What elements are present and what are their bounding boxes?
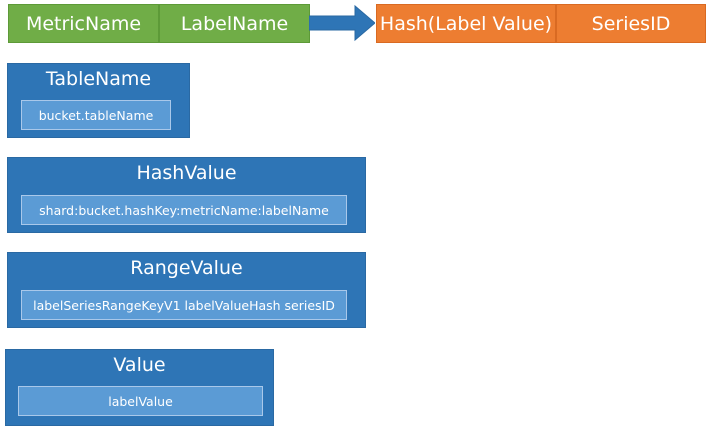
value-title: Value <box>113 354 166 376</box>
hash-label-value-cell: Hash(Label Value) <box>376 4 556 43</box>
value-box: Value labelValue <box>5 349 274 426</box>
table-name-value: bucket.tableName <box>21 100 171 130</box>
label-name-label: LabelName <box>180 12 289 35</box>
metric-name-cell: MetricName <box>8 4 159 43</box>
range-value-value: labelSeriesRangeKeyV1 labelValueHash ser… <box>21 290 347 320</box>
label-name-cell: LabelName <box>159 4 310 43</box>
hash-value-title: HashValue <box>136 162 237 184</box>
value-value: labelValue <box>18 386 263 416</box>
range-value-box: RangeValue labelSeriesRangeKeyV1 labelVa… <box>7 252 366 328</box>
hash-value-box: HashValue shard:bucket.hashKey:metricNam… <box>7 157 366 233</box>
series-id-cell: SeriesID <box>556 4 706 43</box>
series-id-label: SeriesID <box>591 12 671 35</box>
metric-name-label: MetricName <box>25 12 142 35</box>
hash-value-value: shard:bucket.hashKey:metricName:labelNam… <box>21 195 347 225</box>
table-name-title: TableName <box>45 68 152 90</box>
hash-label-value-label: Hash(Label Value) <box>379 12 553 35</box>
table-name-box: TableName bucket.tableName <box>7 63 190 138</box>
right-arrow-icon <box>309 4 375 42</box>
range-value-title: RangeValue <box>130 257 243 279</box>
